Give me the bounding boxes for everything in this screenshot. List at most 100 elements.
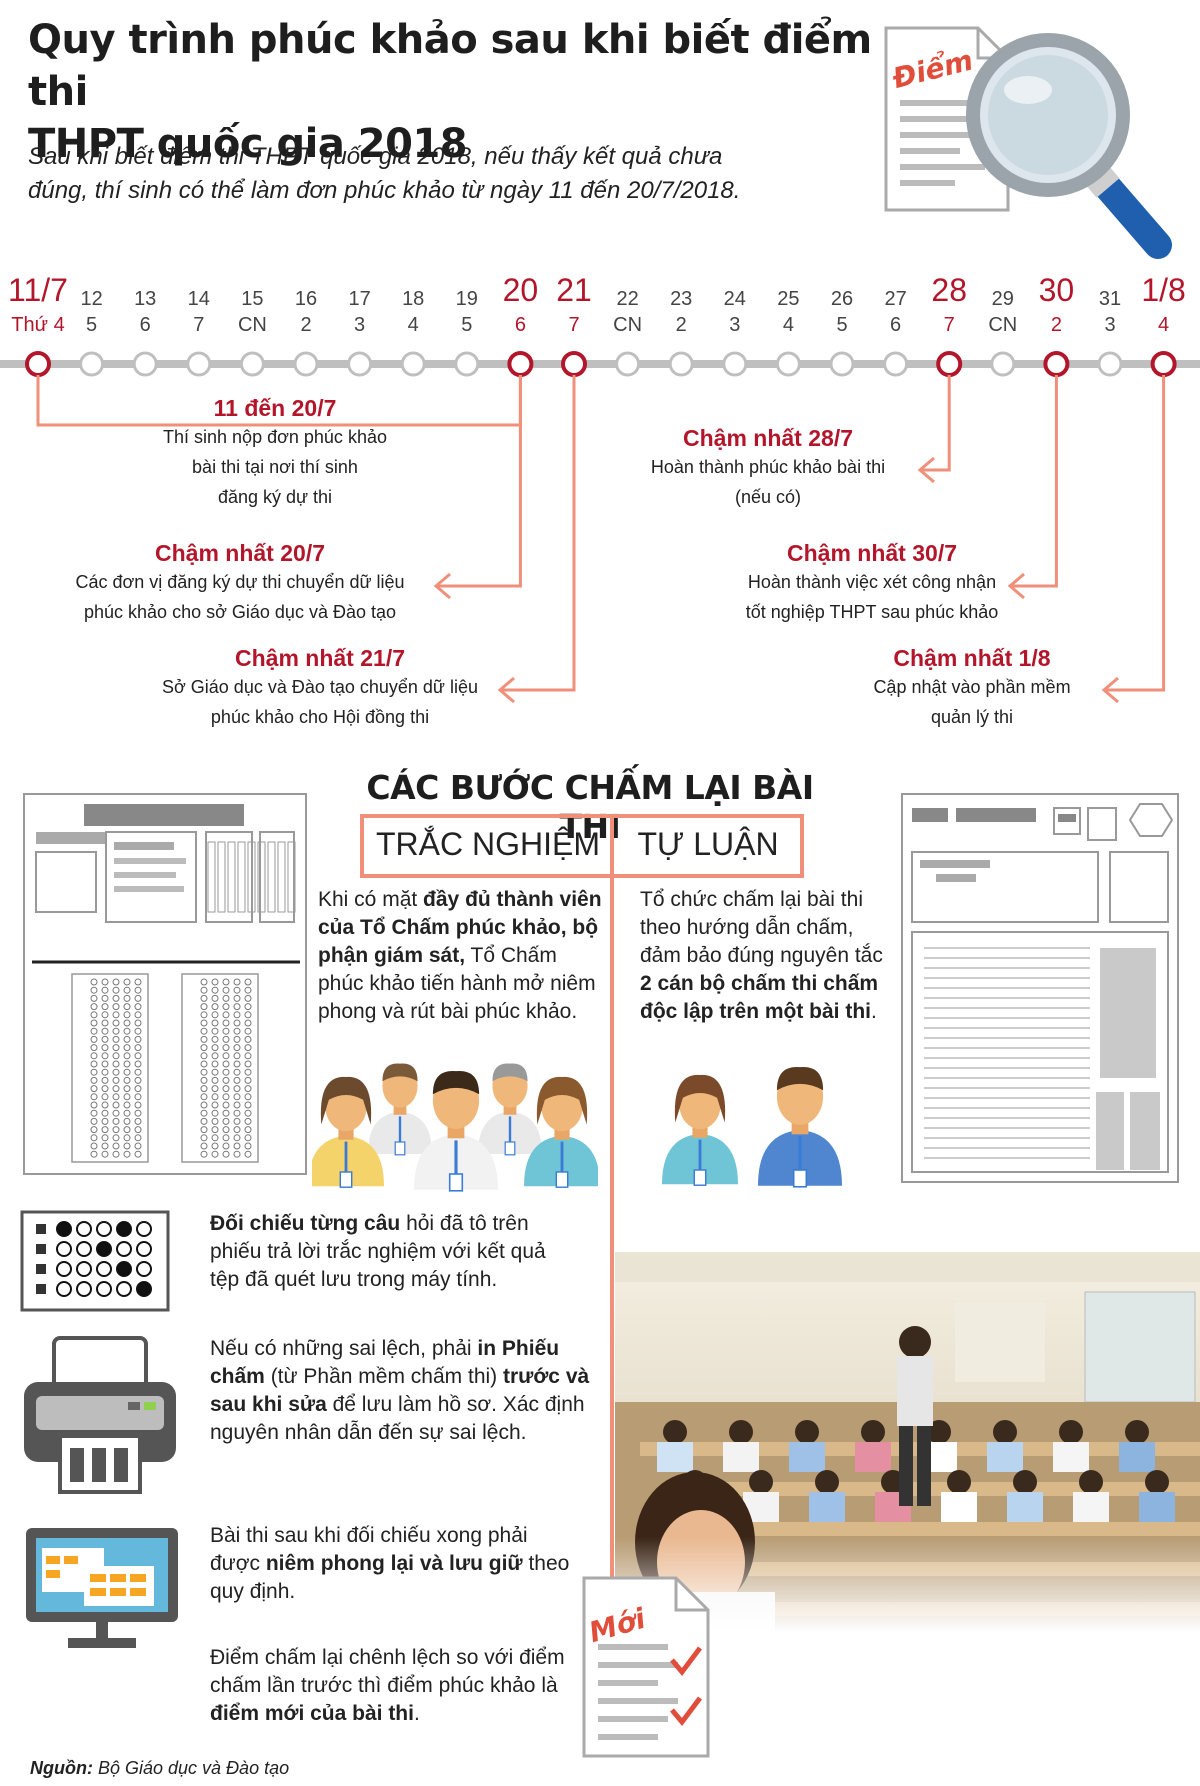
answer-bubble <box>123 1060 131 1068</box>
answer-bubble <box>90 1134 98 1142</box>
answer-bubble <box>200 1019 208 1027</box>
answer-bubble <box>233 1093 241 1101</box>
answer-bubble <box>123 1126 131 1134</box>
timeline-weekday-1: 5 <box>86 314 98 336</box>
answer-bubble <box>233 1052 241 1060</box>
answer-bubble <box>123 1003 131 1011</box>
id-column <box>237 841 246 913</box>
answer-bubble <box>233 1019 241 1027</box>
timeline-dot-13 <box>722 351 748 377</box>
timeline-connector <box>1101 676 1119 704</box>
timeline-date-10: 21 <box>556 272 592 308</box>
essay-sheet-icon <box>901 793 1179 1183</box>
event-description: Hoàn thành phúc khảo bài thi (nếu có) <box>650 457 886 507</box>
timeline-weekday-14: 4 <box>782 314 794 336</box>
answer-bubble <box>96 1261 112 1277</box>
timeline-weekday-13: 3 <box>729 314 741 336</box>
timeline-weekday-21: 4 <box>1158 314 1170 336</box>
answer-bubble <box>112 1142 120 1150</box>
answer-bubble <box>244 1011 252 1019</box>
answer-bubble <box>90 1035 98 1043</box>
answer-bubble <box>222 1150 230 1158</box>
answer-bubble <box>233 986 241 994</box>
timeline-date-1: 12 <box>80 288 103 310</box>
answer-bubble <box>211 1117 219 1125</box>
timeline-weekday-8: 5 <box>461 314 473 336</box>
timeline-weekday-7: 4 <box>407 314 419 336</box>
answer-bubble <box>134 1134 142 1142</box>
answer-bubble <box>200 1044 208 1052</box>
answer-bubble <box>222 1011 230 1019</box>
timeline-dot-18 <box>990 351 1016 377</box>
answer-bubble <box>244 1101 252 1109</box>
timeline-weekday-0: Thứ 4 <box>11 314 65 336</box>
answer-bubble <box>222 1093 230 1101</box>
answer-bubble <box>123 1109 131 1117</box>
answer-bubble <box>233 978 241 986</box>
answer-bubble <box>134 1093 142 1101</box>
answer-bubble <box>244 1052 252 1060</box>
timeline-date-2: 13 <box>134 288 157 310</box>
timeline-dot-7 <box>400 351 426 377</box>
answer-bubble <box>101 1003 109 1011</box>
answer-bubble <box>200 1052 208 1060</box>
answer-bubble <box>123 1044 131 1052</box>
answer-bubble <box>101 994 109 1002</box>
timeline-dot-16 <box>883 351 909 377</box>
answer-bubble <box>90 1027 98 1035</box>
timeline-weekday-12: 2 <box>675 314 687 336</box>
answer-bubble <box>134 1150 142 1158</box>
printer-icon <box>24 1336 176 1494</box>
answer-bubble <box>112 1134 120 1142</box>
answer-bubble <box>222 1076 230 1084</box>
answer-bubble <box>244 1044 252 1052</box>
answer-sheet-icon <box>23 793 307 1175</box>
title-line-1: Quy trình phúc khảo sau khi biết điểm th… <box>28 17 872 115</box>
id-column <box>207 841 216 913</box>
answer-bubble <box>101 986 109 994</box>
timeline-dot-12 <box>668 351 694 377</box>
event-deadline-20-7: Chậm nhất 20/7 Các đơn vị đăng ký dự thi… <box>40 540 440 627</box>
answer-bubble <box>134 1060 142 1068</box>
answer-bubble <box>90 1085 98 1093</box>
answer-bubble <box>134 1085 142 1093</box>
timeline-weekday-3: 7 <box>193 314 205 336</box>
timeline-weekday-19: 2 <box>1050 314 1062 336</box>
timeline-dot-11 <box>615 351 641 377</box>
answer-bubble <box>123 1011 131 1019</box>
answer-bubble <box>200 1101 208 1109</box>
timeline-weekday-20: 3 <box>1104 314 1116 336</box>
answer-bubble <box>233 1109 241 1117</box>
answer-bubble <box>200 1085 208 1093</box>
answer-bubble <box>116 1261 132 1277</box>
timeline-connector <box>920 375 951 472</box>
timeline-connector <box>436 375 522 588</box>
id-column <box>257 841 266 913</box>
page-subtitle: Sau khi biết điểm thi THPT quốc gia 2018… <box>28 140 848 208</box>
answer-bubble <box>112 1060 120 1068</box>
answer-bubble <box>112 978 120 986</box>
answer-bubble <box>90 1068 98 1076</box>
timeline-weekday-15: 5 <box>836 314 848 336</box>
answer-bubble <box>112 1003 120 1011</box>
answer-bubble <box>244 1085 252 1093</box>
answer-bubble <box>200 1076 208 1084</box>
answer-bubble <box>101 1085 109 1093</box>
answer-bubble <box>244 1142 252 1150</box>
answer-bubble <box>101 1068 109 1076</box>
answer-bubble <box>200 1142 208 1150</box>
answer-bubble <box>222 1117 230 1125</box>
answer-bubble <box>116 1221 132 1237</box>
answer-bubble <box>134 1068 142 1076</box>
event-title: Chậm nhất 20/7 <box>155 540 325 566</box>
answer-bubble <box>56 1221 72 1237</box>
answer-bubble <box>200 1027 208 1035</box>
answer-bubble <box>101 1052 109 1060</box>
computer-monitor-icon <box>26 1528 178 1648</box>
answer-bubble <box>211 1044 219 1052</box>
answer-bubble <box>211 1109 219 1117</box>
answer-bubble <box>90 994 98 1002</box>
answer-bubble <box>211 1035 219 1043</box>
answer-bubble <box>244 1035 252 1043</box>
answer-bubble <box>90 1150 98 1158</box>
